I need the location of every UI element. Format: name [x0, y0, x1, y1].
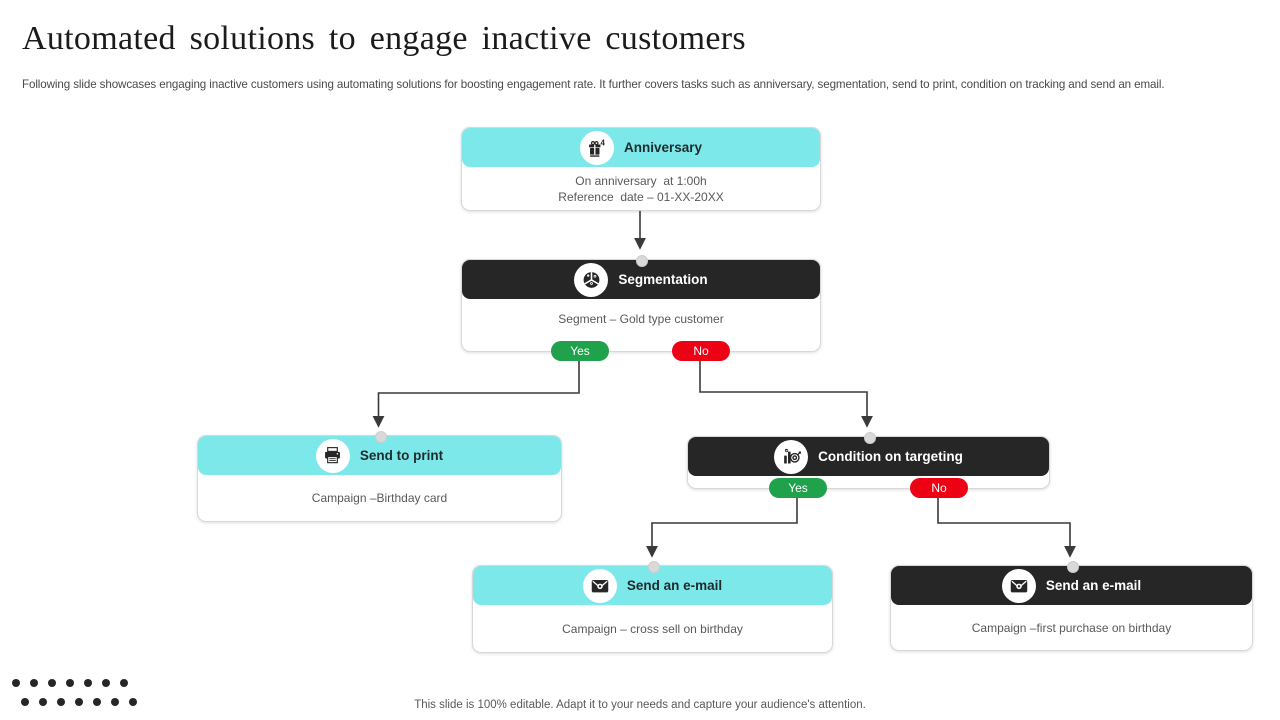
node-condition-label: Condition on targeting — [818, 449, 963, 464]
node-email-first-purchase-label: Send an e-mail — [1045, 578, 1142, 593]
connector-dot — [863, 432, 876, 444]
node-send-to-print-label: Send to print — [359, 448, 444, 463]
segmentation-yes-badge: Yes — [551, 341, 609, 361]
node-email-first-purchase-body: Campaign –first purchase on birthday — [891, 605, 1252, 650]
node-segmentation-line1: Segment – Gold type customer — [558, 312, 724, 326]
node-anniversary-line2: Reference date – 01-XX-20XX — [558, 189, 724, 204]
node-anniversary: 4 Anniversary On anniversary at 1:00h Re… — [461, 127, 821, 211]
node-email-cross-sell: Send an e-mail Campaign – cross sell on … — [472, 561, 833, 653]
node-email-first-purchase-line1: Campaign –first purchase on birthday — [971, 620, 1172, 635]
decorative-dots-row — [21, 698, 137, 706]
email-icon — [1001, 568, 1036, 603]
node-segmentation-header: Segmentation — [462, 260, 820, 299]
node-condition-on-targeting: Condition on targeting Yes No — [687, 432, 1050, 498]
segmentation-no-badge: No — [672, 341, 730, 361]
connector-dot — [1066, 561, 1079, 573]
svg-text:4: 4 — [601, 138, 606, 147]
connector-dot — [636, 255, 648, 267]
connector-yes-to-send-to-print — [372, 361, 580, 428]
node-send-to-print-line1: Campaign –Birthday card — [311, 491, 448, 505]
slide-subtitle: Following slide showcases engaging inact… — [22, 78, 1165, 91]
node-segmentation-body: Segment – Gold type customer — [462, 299, 820, 339]
page-title: Automated solutions to engage inactive c… — [22, 20, 746, 57]
connector-no-to-condition — [699, 361, 873, 428]
email-icon — [582, 568, 617, 603]
printer-icon — [315, 438, 350, 473]
segmentation-icon — [574, 262, 609, 297]
connector-yes-to-email-cross-sell — [646, 497, 798, 558]
connector-dot — [374, 431, 387, 443]
node-email-cross-sell-line1: Campaign – cross sell on birthday — [562, 621, 743, 636]
decorative-dots-row — [12, 679, 137, 687]
condition-yes-badge: Yes — [769, 478, 827, 498]
chart-target-icon — [774, 439, 809, 474]
connector-dot — [647, 561, 660, 573]
node-email-cross-sell-body: Campaign – cross sell on birthday — [473, 605, 832, 652]
node-anniversary-header: 4 Anniversary — [462, 128, 820, 167]
footer-note: This slide is 100% editable. Adapt it to… — [414, 699, 866, 711]
decorative-dots — [12, 679, 137, 717]
node-anniversary-body: On anniversary at 1:00h Reference date –… — [462, 167, 820, 210]
node-email-first-purchase: Send an e-mail Campaign –first purchase … — [890, 561, 1253, 651]
node-anniversary-line1: On anniversary at 1:00h — [575, 173, 707, 188]
node-send-to-print: Send to print Campaign –Birthday card — [197, 431, 562, 522]
node-segmentation: Segmentation Segment – Gold type custome… — [461, 255, 821, 361]
condition-no-badge: No — [910, 478, 968, 498]
node-anniversary-label: Anniversary — [623, 140, 703, 155]
node-segmentation-label: Segmentation — [618, 272, 708, 287]
node-send-to-print-body: Campaign –Birthday card — [198, 475, 561, 521]
gift-icon: 4 — [579, 130, 614, 165]
connector-no-to-email-first-purchase — [937, 497, 1076, 558]
node-email-cross-sell-label: Send an e-mail — [626, 578, 723, 593]
